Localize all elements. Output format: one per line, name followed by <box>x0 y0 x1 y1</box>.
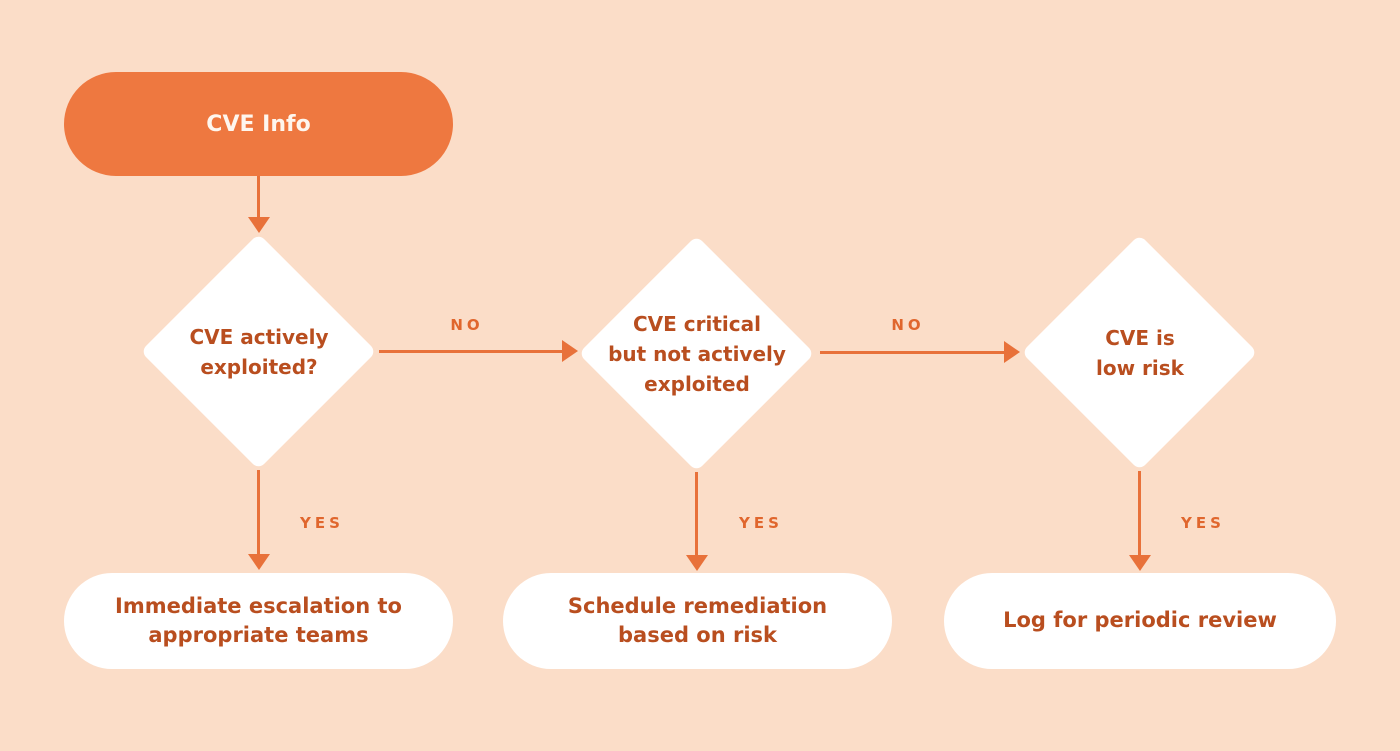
outcome3-label: Log for periodic review <box>1003 608 1277 633</box>
edge-line-decision1-to-decision2 <box>379 350 562 353</box>
edge-label-yes-1: YES <box>300 514 344 532</box>
arrowhead-down-icon <box>248 217 270 233</box>
outcome-node-log-periodic-review: Log for periodic review <box>944 573 1336 669</box>
arrowhead-down-icon <box>686 555 708 571</box>
outcome-node-schedule-remediation: Schedule remediation based on risk <box>503 573 892 669</box>
decision2-text: CVE critical but not actively exploited <box>608 312 786 396</box>
arrowhead-right-icon <box>562 340 578 362</box>
edge-line-decision2-to-decision3 <box>820 351 1004 354</box>
edge-label-no-2: NO <box>891 316 925 334</box>
edge-line-decision3-to-outcome3 <box>1138 471 1141 555</box>
outcome-node-immediate-escalation: Immediate escalation to appropriate team… <box>64 573 453 669</box>
outcome2-label: Schedule remediation based on risk <box>567 593 828 647</box>
decision3-text: CVE is low risk <box>1096 326 1184 380</box>
decision-node-critical-not-exploited-label: CVE critical but not actively exploited <box>579 236 815 472</box>
arrowhead-down-icon <box>1129 555 1151 571</box>
start-node-cve-info: CVE Info <box>64 72 453 176</box>
outcome1-label: Immediate escalation to appropriate team… <box>115 593 402 647</box>
edge-line-decision1-to-outcome1 <box>257 470 260 554</box>
edge-line-decision2-to-outcome2 <box>695 472 698 555</box>
arrowhead-down-icon <box>248 554 270 570</box>
edge-label-yes-2: YES <box>739 514 783 532</box>
arrowhead-right-icon <box>1004 341 1020 363</box>
decision-node-low-risk-label: CVE is low risk <box>1022 235 1258 471</box>
start-node-label: CVE Info <box>206 111 311 137</box>
edge-label-yes-3: YES <box>1181 514 1225 532</box>
decision1-text: CVE actively exploited? <box>189 325 329 379</box>
edge-line-start-to-decision1 <box>257 176 260 219</box>
edge-label-no-1: NO <box>450 316 484 334</box>
decision-node-actively-exploited-label: CVE actively exploited? <box>141 234 377 470</box>
